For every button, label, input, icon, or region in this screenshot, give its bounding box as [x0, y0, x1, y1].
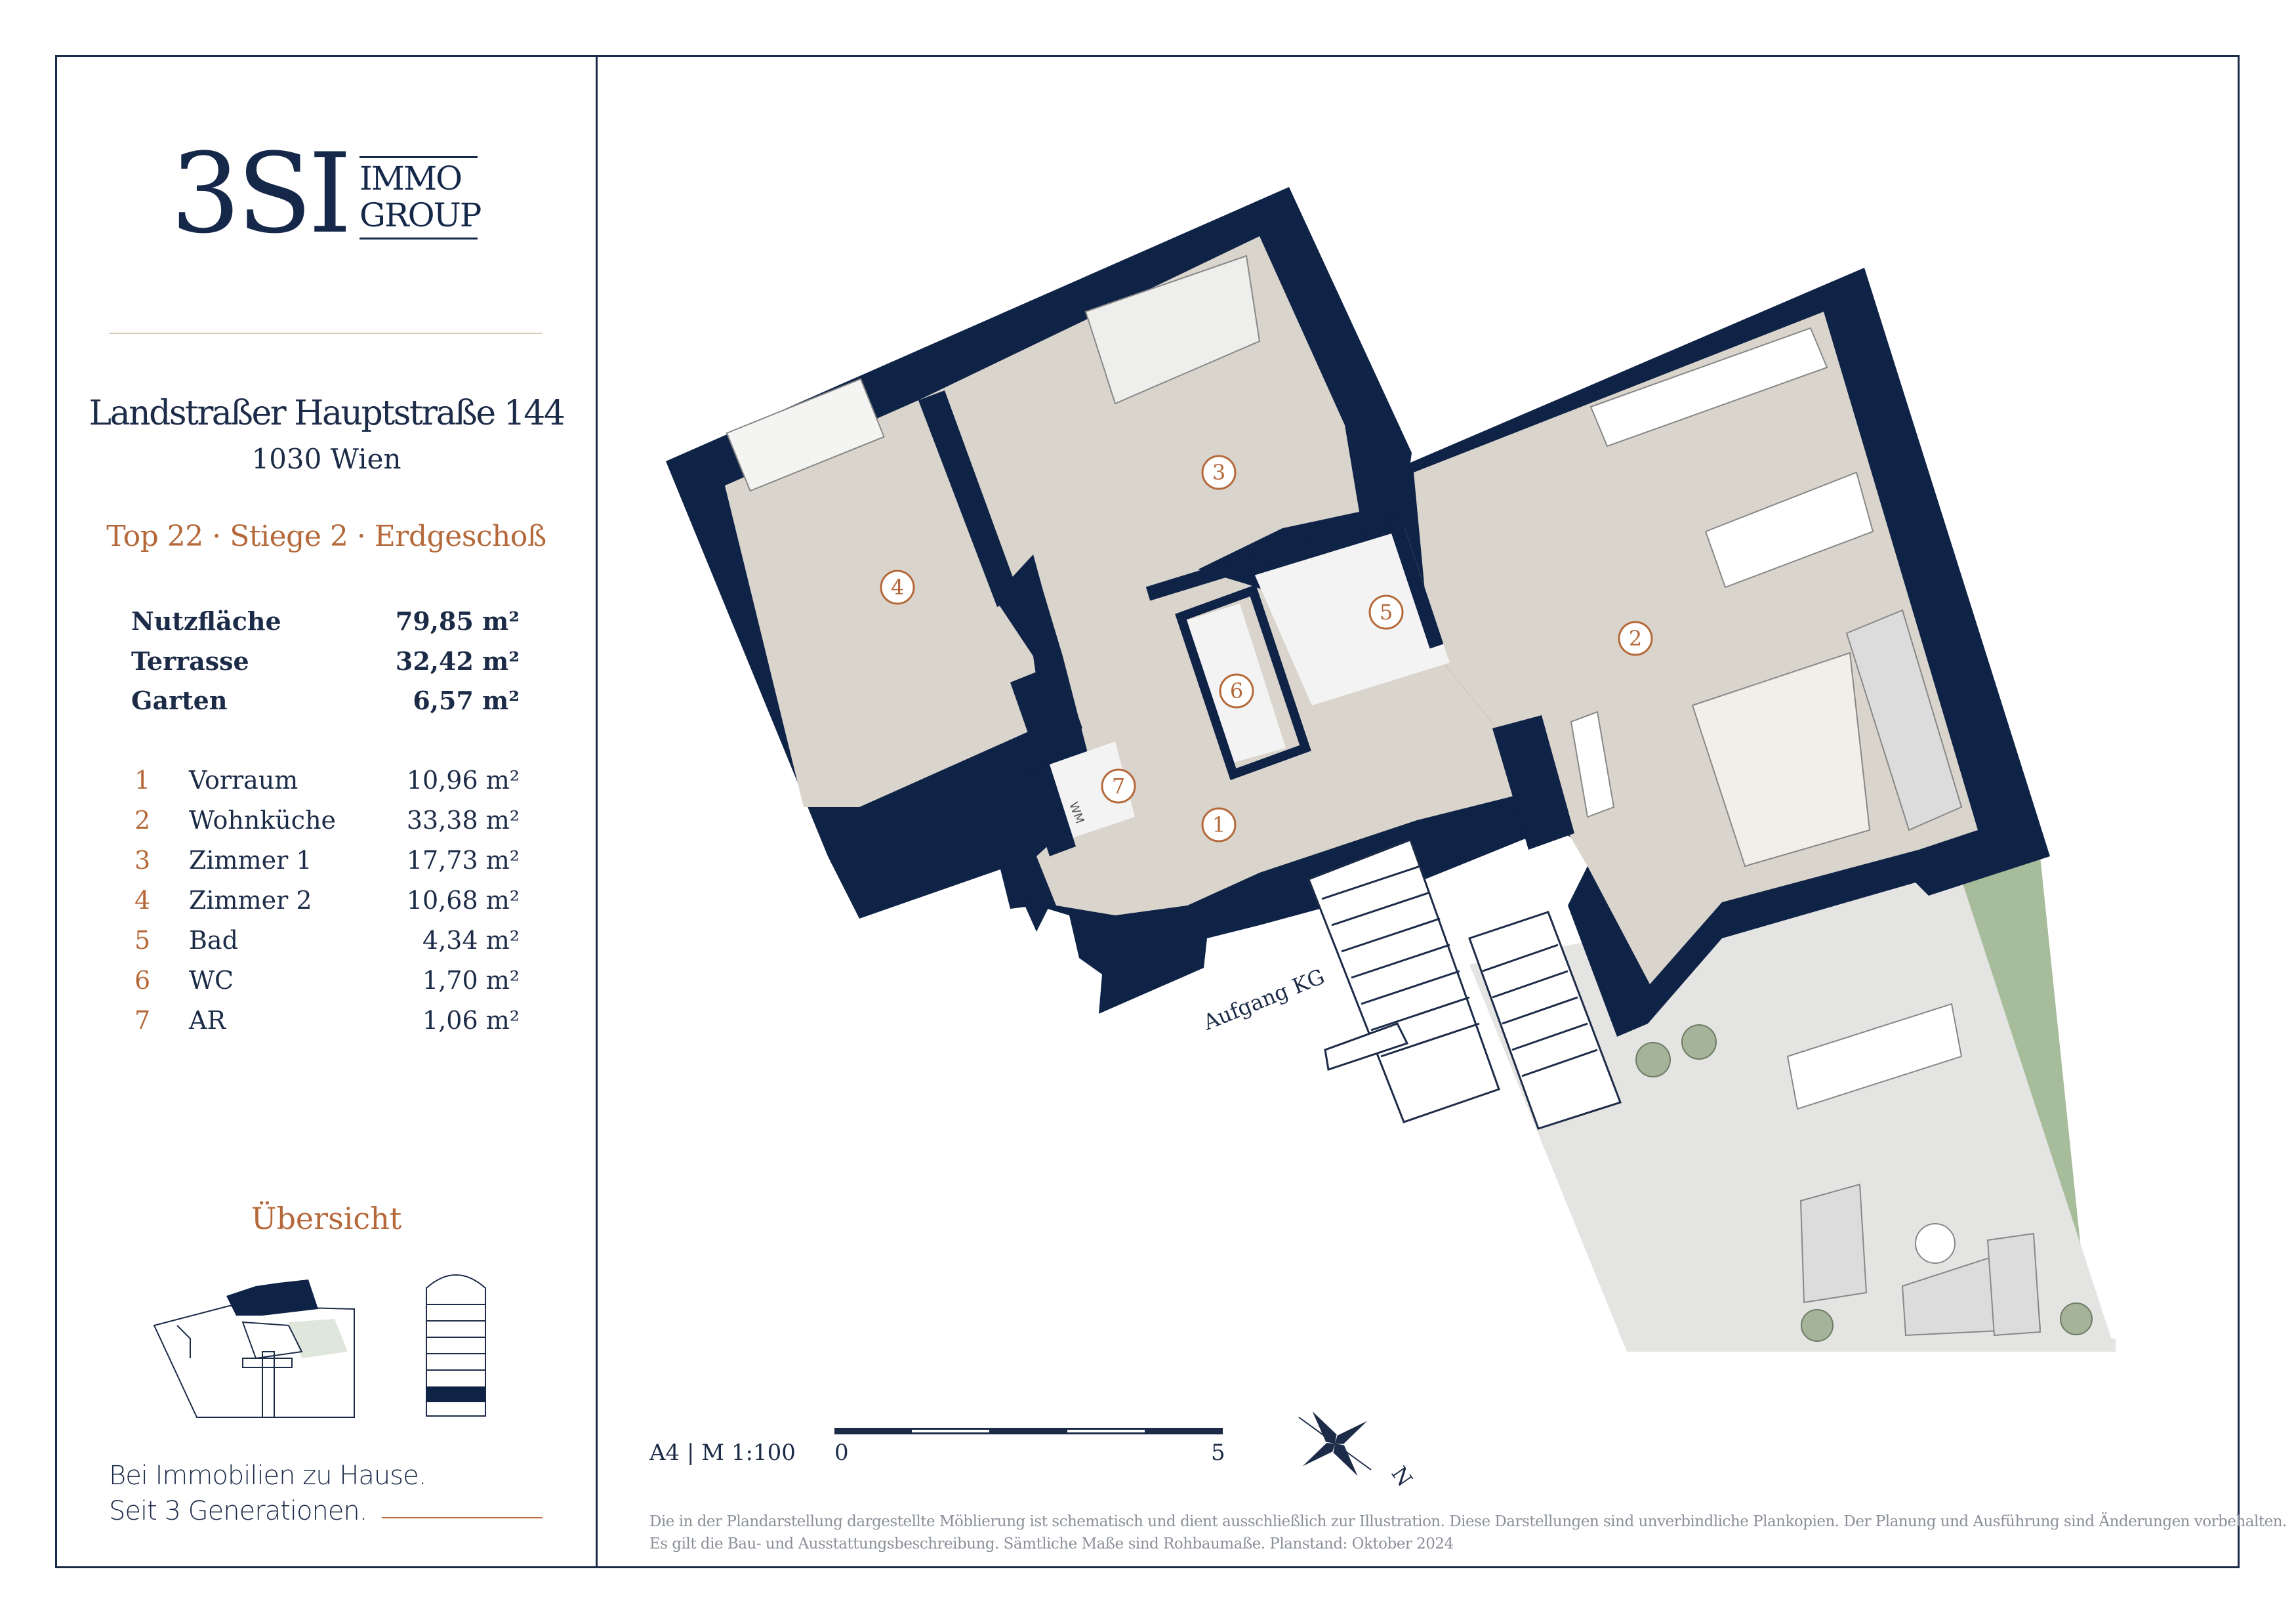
compass-label: N: [1386, 1462, 1417, 1491]
room-area: 1,70 m²: [422, 966, 520, 995]
area-row-terrasse: Terrasse 32,42 m²: [131, 646, 520, 679]
room-name: Vorraum: [189, 766, 298, 795]
room-bad: [1253, 525, 1450, 705]
room-area: 10,96 m²: [406, 766, 520, 795]
logo-3si: 3SI: [171, 129, 352, 258]
badge-number: 3: [1212, 460, 1225, 485]
room-name: WC: [189, 966, 234, 995]
room-row: 6 WC 1,70 m²: [131, 966, 520, 999]
scale-bar: [834, 1428, 1223, 1434]
room-name: Zimmer 1: [189, 846, 312, 875]
room-number: 2: [134, 806, 151, 835]
address-city: 1030 Wien: [251, 443, 401, 475]
room-number: 5: [134, 926, 151, 955]
floor-plan: 1 2 3 4 5 6 7 Aufgang KG WM N: [666, 187, 2116, 1491]
wall-interior: [918, 390, 1020, 607]
entrance-arrow: [1023, 902, 1050, 932]
area-value: 32,42 m²: [395, 646, 520, 676]
page-frame: [55, 55, 2240, 1568]
slogan-line-2: Seit 3 Generationen.: [109, 1496, 367, 1526]
badge-number: 7: [1112, 774, 1125, 799]
room-zimmer-2: [725, 400, 1043, 807]
address-street: Landstraßer Hauptstraße 144: [89, 394, 565, 433]
slogan-rule: [382, 1517, 543, 1518]
unit-subtitle: Top 22 · Stiege 2 · Erdgeschoß: [106, 520, 546, 553]
logo-word-immo: IMMO: [359, 159, 462, 198]
stair-label: Aufgang KG: [1199, 964, 1328, 1035]
logo-rule-top: [359, 156, 478, 158]
overview-site-map: [153, 1280, 355, 1418]
scale-start: 0: [834, 1440, 849, 1466]
room-number: 7: [134, 1006, 151, 1035]
overview-floor-stack: [426, 1274, 486, 1417]
wall-wc: [1175, 584, 1311, 781]
brand-logo: 3SI IMMO GROUP: [171, 138, 485, 249]
room-area: 10,68 m²: [406, 886, 520, 915]
logo-rule-bottom: [359, 238, 478, 239]
room-row: 1 Vorraum 10,96 m²: [131, 766, 520, 799]
room-row: 2 Wohnküche 33,38 m²: [131, 806, 520, 839]
room-row: 4 Zimmer 2 10,68 m²: [131, 886, 520, 919]
panel-divider: [596, 55, 598, 1568]
room-name: Wohnküche: [189, 806, 337, 835]
room-ar: [1050, 741, 1135, 840]
furniture: [726, 255, 2041, 1337]
room-row: 7 AR 1,06 m²: [131, 1006, 520, 1039]
stair-kg: [1307, 839, 1622, 1130]
compass-icon: [1298, 1411, 1372, 1476]
room-name: Bad: [189, 926, 238, 955]
badge-number: 6: [1230, 678, 1243, 703]
room-area: 1,06 m²: [422, 1006, 520, 1035]
room-row: 3 Zimmer 1 17,73 m²: [131, 846, 520, 879]
scale-end: 5: [1211, 1440, 1225, 1466]
room-area: 33,38 m²: [406, 806, 520, 835]
badge-number: 5: [1380, 600, 1393, 625]
room-row: 5 Bad 4,34 m²: [131, 926, 520, 959]
room-number: 1: [134, 766, 151, 795]
area-label: Nutzfläche: [131, 606, 281, 636]
gold-divider: [109, 333, 542, 334]
scale-format: A4 | M 1:100: [649, 1440, 796, 1466]
disclaimer-line-2: Es gilt die Bau- und Ausstattungsbeschre…: [649, 1535, 1454, 1552]
area-value: 79,85 m²: [395, 606, 520, 636]
room-number: 6: [134, 966, 151, 995]
area-row-nutzflaeche: Nutzfläche 79,85 m²: [131, 606, 520, 639]
room-number: 3: [134, 846, 151, 875]
area-label: Garten: [131, 686, 228, 715]
overview-title: Übersicht: [251, 1201, 402, 1236]
room-name: Zimmer 2: [189, 886, 312, 915]
room-badges: [880, 455, 1653, 843]
area-value: 6,57 m²: [413, 686, 520, 715]
area-row-garten: Garten 6,57 m²: [131, 686, 520, 718]
room-badge-numbers: 1 2 3 4 5 6 7: [891, 460, 1642, 837]
shrubs: [1635, 1024, 2093, 1342]
area-label: Terrasse: [131, 646, 249, 676]
room-vorraum: [1033, 545, 1542, 915]
logo-word-group: GROUP: [359, 196, 482, 234]
room-area: 17,73 m²: [406, 846, 520, 875]
disclaimer-line-1: Die in der Plandarstellung dargestellte …: [649, 1513, 2287, 1530]
room-area: 4,34 m²: [422, 926, 520, 955]
badge-number: 4: [891, 575, 904, 600]
badge-number: 1: [1212, 812, 1225, 837]
badge-number: 2: [1629, 626, 1642, 651]
room-number: 4: [134, 886, 151, 915]
slogan-line-1: Bei Immobilien zu Hause.: [109, 1461, 426, 1491]
room-name: AR: [189, 1006, 226, 1035]
